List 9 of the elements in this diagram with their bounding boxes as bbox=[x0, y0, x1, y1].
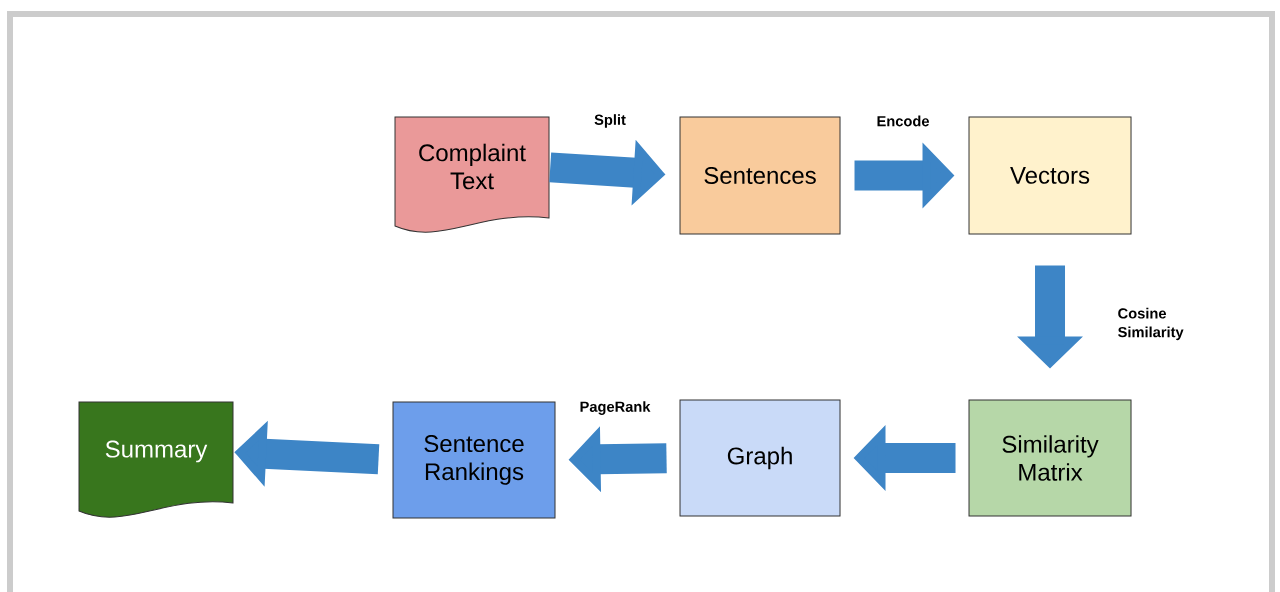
edge-label: Encode bbox=[877, 115, 929, 127]
process-box: Similarity Matrix bbox=[968, 399, 1132, 517]
edge-label: PageRank bbox=[580, 401, 651, 415]
edge-label: Cosine Similarity bbox=[1118, 307, 1184, 341]
process-box: Sentence Rankings bbox=[392, 401, 556, 519]
process-box: Sentences bbox=[679, 116, 841, 235]
process-box: Vectors bbox=[968, 116, 1132, 235]
edge-label: Split bbox=[594, 114, 626, 128]
process-box: Graph bbox=[679, 399, 841, 517]
